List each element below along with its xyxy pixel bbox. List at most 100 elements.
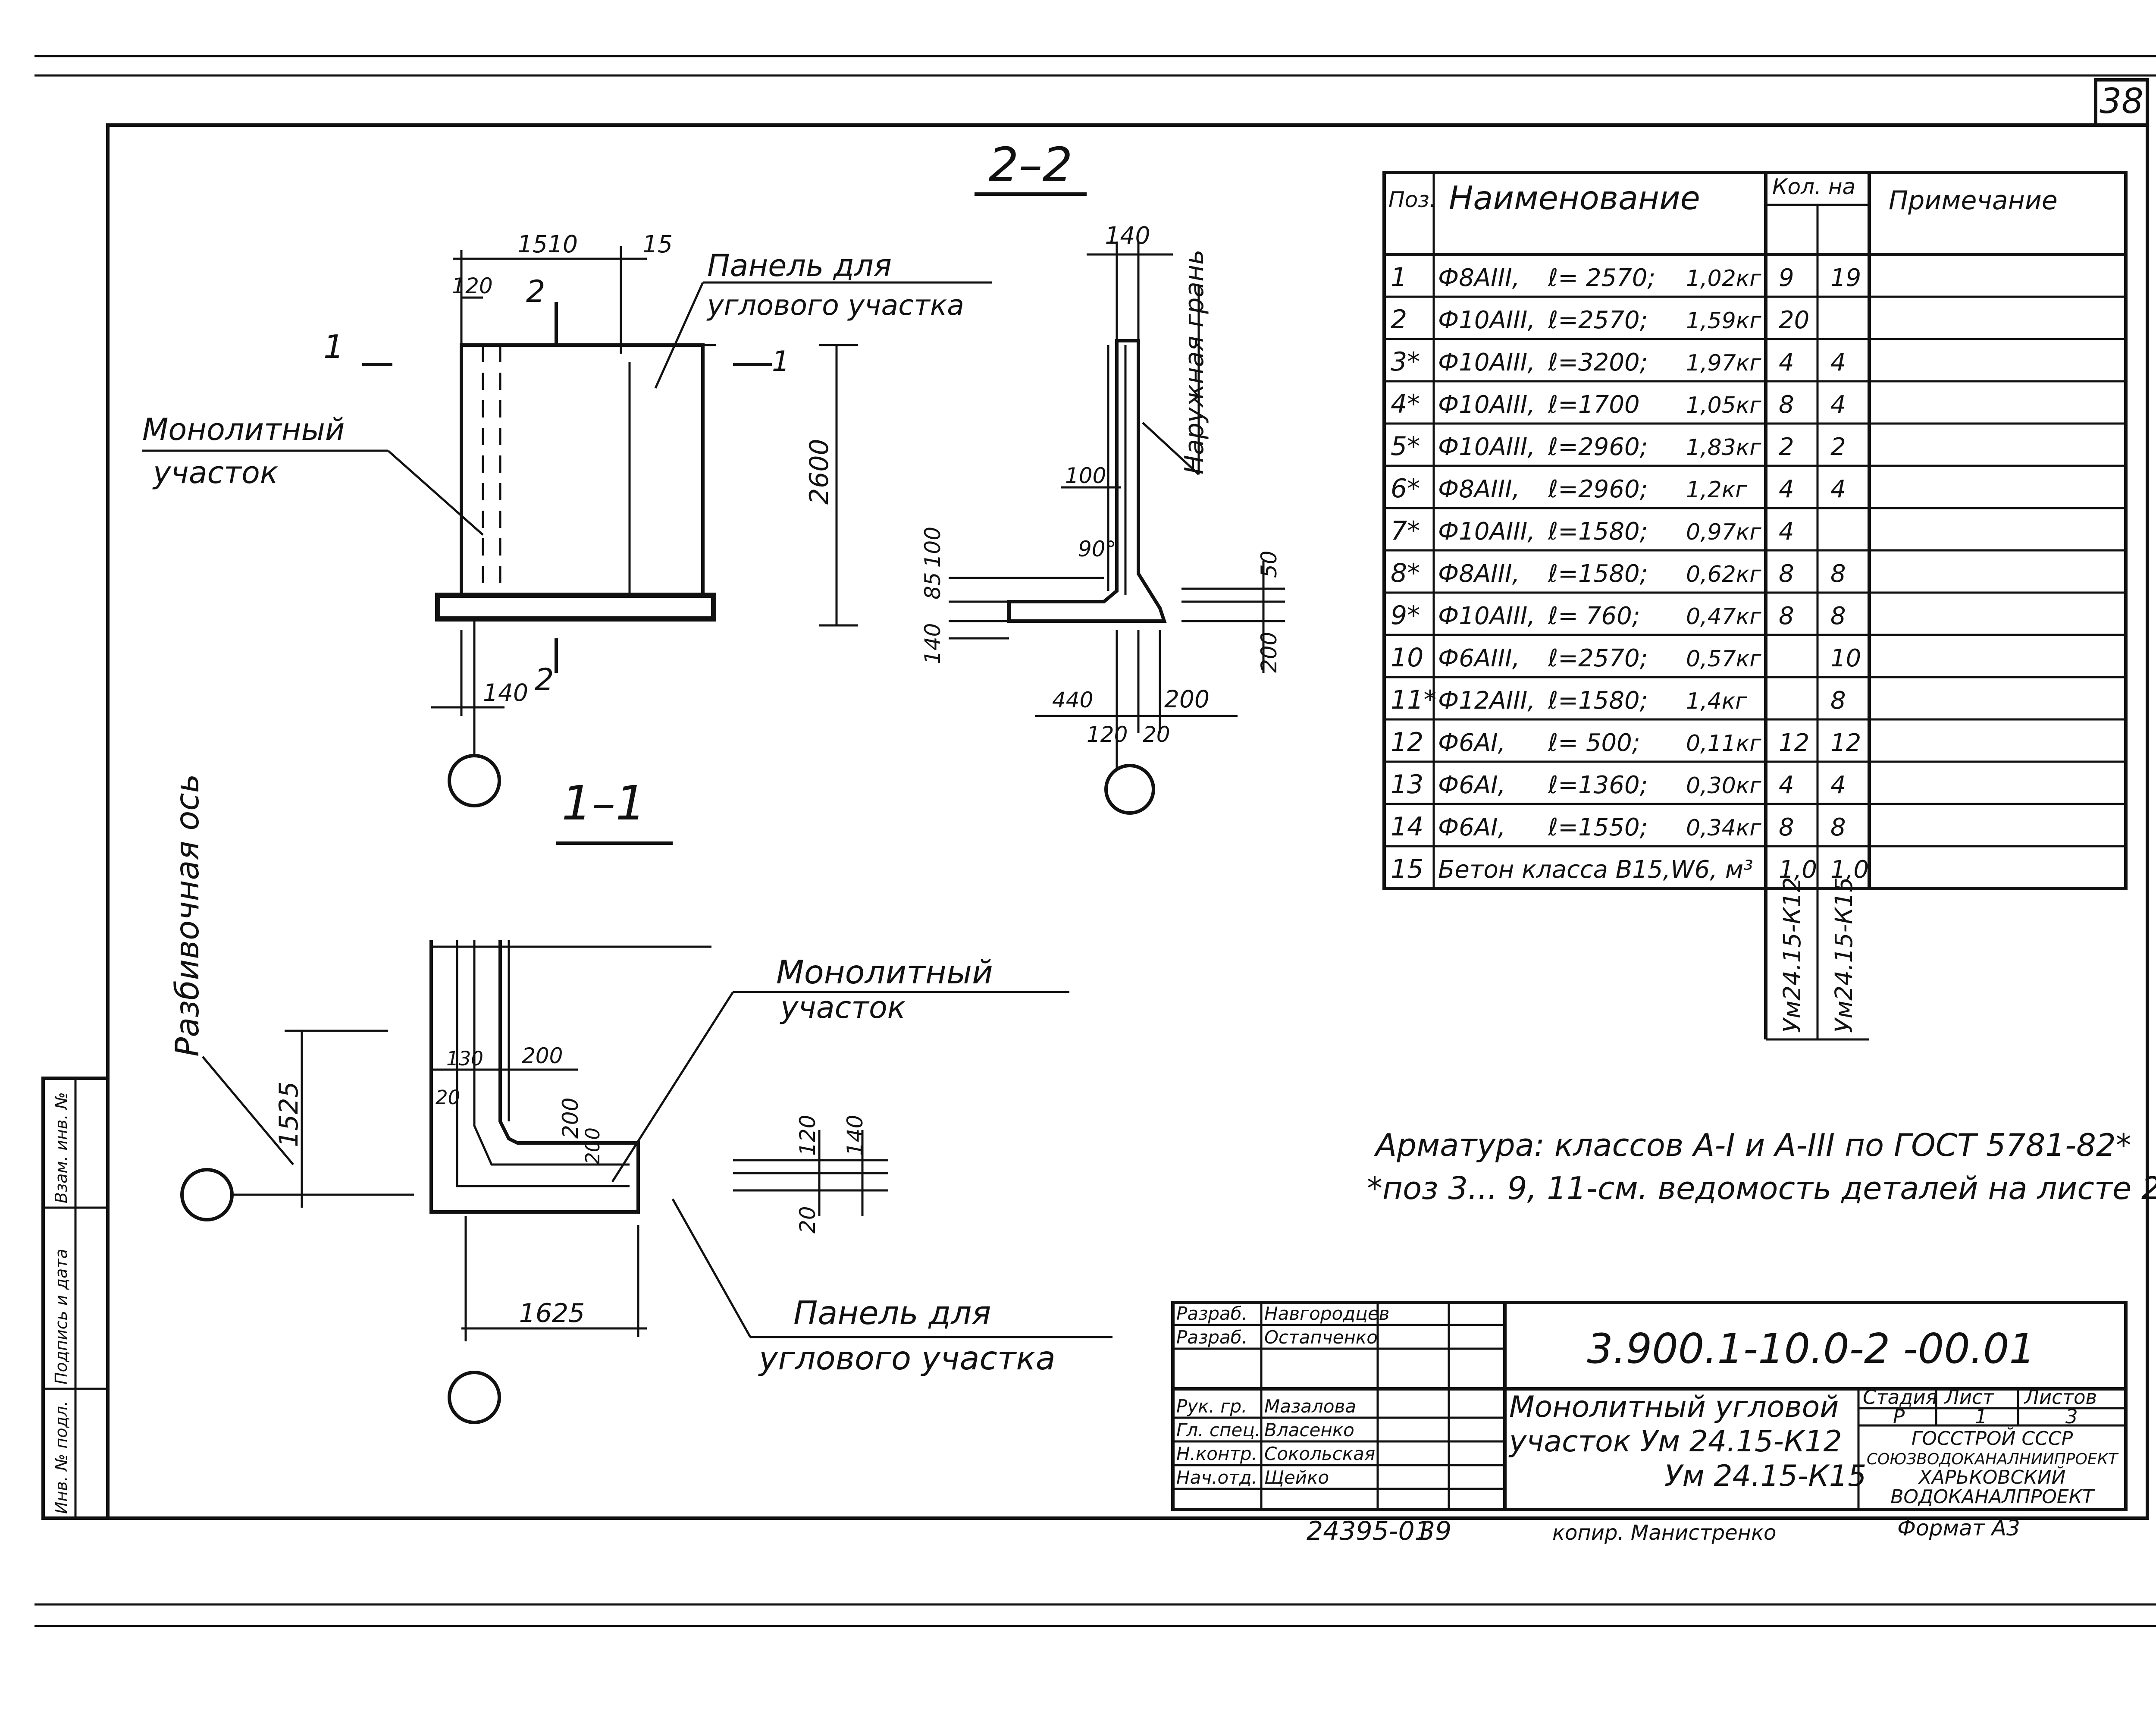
- row-qty-k12: 2: [1779, 433, 1794, 461]
- row-name: Ф10АIII,: [1438, 391, 1535, 419]
- cut-mark-1b: 1: [772, 345, 790, 378]
- dim-1510: 1510: [517, 230, 578, 258]
- row-name: Ф8АIII,: [1438, 475, 1520, 503]
- row-qty-k12: 4: [1779, 475, 1794, 503]
- row-qty-k12: 20: [1779, 306, 1809, 334]
- detail-section: 140 Наружная грань 100 90° 85100 140 50 …: [920, 222, 1285, 815]
- row-name: Ф8АIII,: [1438, 560, 1520, 588]
- outer-face-label: Наружная грань: [1179, 249, 1210, 474]
- cut-mark-2: 2: [526, 274, 545, 309]
- row-mass: 0,57кг: [1686, 646, 1761, 672]
- stamp-sign-date: Подпись и дата: [52, 1249, 71, 1384]
- row-pos: 11*: [1391, 685, 1436, 715]
- org-line-3: ХАРЬКОВСКИЙ: [1918, 1466, 2066, 1488]
- row-qty-k15: 8: [1830, 602, 1846, 630]
- row-qty-k15: 4: [1830, 391, 1846, 419]
- role-title: Разраб.: [1176, 1303, 1247, 1324]
- row-name: Ф6АI,: [1438, 729, 1505, 757]
- dim-200-low: 200: [581, 1127, 604, 1165]
- section-2-2: 2–2 1510 15 120 2 1 1 2 2600: [142, 137, 1087, 807]
- row-name: Ф12АIII,: [1438, 687, 1535, 715]
- sheet-number-box: 38: [2094, 78, 2149, 127]
- row-length: ℓ=1360;: [1548, 771, 1648, 799]
- role-name: Навгородцев: [1264, 1303, 1389, 1324]
- sheet-value: 1: [1975, 1405, 1987, 1428]
- dim-120-right: 120: [795, 1115, 820, 1156]
- row-mass: 1,4кг: [1686, 688, 1747, 714]
- dim-130: 130: [446, 1047, 483, 1070]
- mark-k15: Ум24.15-К15: [1830, 877, 1858, 1033]
- row-qty-k12: 8: [1779, 602, 1794, 630]
- row-name: Ф6АI,: [1438, 771, 1505, 799]
- row-qty-k12: 12: [1779, 729, 1809, 757]
- row-qty-k15: 19: [1830, 264, 1861, 292]
- row-length: ℓ= 2570;: [1548, 264, 1655, 292]
- row-pos: 6*: [1391, 474, 1420, 504]
- row-pos: 13: [1391, 769, 1423, 800]
- row-name: Ф8АIII,: [1438, 264, 1520, 292]
- row-length: ℓ=1550;: [1548, 813, 1648, 841]
- row-pos: 9*: [1391, 600, 1420, 631]
- row-qty-k15: 8: [1830, 687, 1846, 715]
- row-qty-k12: 9: [1779, 264, 1794, 292]
- note-line-2: *поз 3... 9, 11-см. ведомость деталей на…: [1367, 1170, 2156, 1206]
- sheet-number: 38: [2100, 81, 2143, 121]
- row-qty-k12: 1,0: [1779, 856, 1817, 884]
- row-mass: 0,62кг: [1686, 562, 1761, 587]
- panel-label-line2: углового участка: [706, 289, 964, 322]
- row-pos: 3*: [1391, 347, 1420, 377]
- dim-120: 120: [451, 273, 492, 298]
- role-name: Сокольская: [1264, 1443, 1375, 1464]
- row-pos: 10: [1391, 643, 1423, 673]
- row-length: ℓ=1580;: [1548, 687, 1648, 715]
- row-mass: 1,83кг: [1686, 435, 1761, 461]
- row-qty-k15: 10: [1830, 644, 1861, 672]
- section-2-2-title: 2–2: [989, 137, 1073, 192]
- format: Формат А3: [1897, 1516, 2020, 1541]
- detail-dim-85-100: 85100: [920, 527, 945, 600]
- dim-20-right: 20: [795, 1206, 820, 1234]
- role-name: Мазалова: [1264, 1396, 1356, 1417]
- stamp-inv-no: Инв. № подл.: [52, 1401, 71, 1514]
- row-qty-k15: 8: [1830, 813, 1846, 841]
- row-length: ℓ= 500;: [1548, 729, 1640, 757]
- axis-label: Разбивочная ось: [168, 774, 206, 1057]
- dim-2600: 2600: [804, 439, 834, 505]
- copied-by: копир. Манистренко: [1552, 1521, 1776, 1545]
- row-qty-k15: 4: [1830, 348, 1846, 377]
- detail-dim-120: 120: [1087, 722, 1128, 747]
- row-length: ℓ=2570;: [1548, 644, 1648, 672]
- drawing-frame: [106, 123, 2149, 1520]
- row-mass: 0,11кг: [1686, 731, 1761, 757]
- dim-200-mid: 200: [558, 1098, 583, 1139]
- stage-header: Стадия: [1863, 1386, 1937, 1409]
- trim-lines: [34, 55, 2156, 1627]
- stage-value: Р: [1893, 1405, 1905, 1428]
- detail-dim-200b: 200: [1164, 685, 1210, 713]
- axis-marker-c: [180, 1168, 234, 1221]
- detail-dim-50: 50: [1257, 550, 1282, 578]
- row-qty-k15: 4: [1830, 771, 1846, 799]
- row-mass: 1,97кг: [1686, 350, 1761, 376]
- note-line-1: Арматура: классов А-I и А-III по ГОСТ 57…: [1374, 1127, 2131, 1163]
- org-line-2: СОЮЗВОДОКАНАЛНИИПРОЕКТ: [1867, 1450, 2119, 1468]
- row-pos: 7*: [1391, 516, 1420, 546]
- role-title: Разраб.: [1176, 1327, 1247, 1348]
- page-number: 39: [1419, 1516, 1451, 1546]
- row-name: Бетон класса В15,W6, м³: [1438, 856, 1753, 884]
- role-rows: Разраб.НавгородцевРазраб.ОстапченкоРук. …: [1173, 1303, 1505, 1490]
- dim-15: 15: [642, 230, 673, 258]
- section-1-1-title: 1–1: [562, 775, 646, 831]
- monolith-label-1-1-line2: участок: [780, 990, 906, 1025]
- axis-marker-b: [1104, 764, 1155, 815]
- title-line-2: участок Ум 24.15-К12: [1508, 1425, 1842, 1459]
- row-qty-k15: 4: [1830, 475, 1846, 503]
- row-name: Ф6АIII,: [1438, 644, 1520, 672]
- row-mass: 0,30кг: [1686, 773, 1761, 799]
- monolith-label-line1: Монолитный: [142, 412, 345, 447]
- title-line-3: Ум 24.15-К15: [1664, 1459, 1866, 1493]
- detail-dim-140: 140: [920, 623, 945, 664]
- row-pos: 1: [1391, 262, 1407, 292]
- row-mass: 1,02кг: [1686, 266, 1761, 292]
